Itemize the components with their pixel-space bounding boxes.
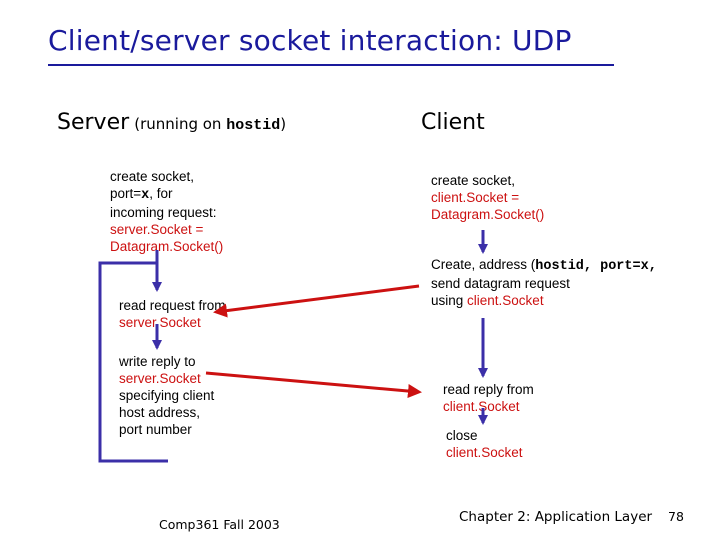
client-close-step: close client.Socket [446,427,523,461]
step-line: port=x, for [110,185,223,204]
server-heading-paren-close: ) [280,115,287,133]
server-loop-line [98,261,168,463]
step-text: using [431,293,468,308]
title-underline [48,64,614,66]
step-line: write reply to [119,354,196,369]
step-line-highlight: server.Socket [119,315,201,330]
client-read-reply-step: read reply from client.Socket [443,381,534,415]
step-text: , for [149,186,173,201]
step-line: read reply from [443,382,534,397]
step-line: close [446,428,478,443]
reply-arrow [205,371,422,398]
server-heading-host: hostid [226,117,281,134]
step-text: Create, address ( [431,257,536,272]
step-line-highlight: client.Socket [446,445,523,460]
request-arrow [213,284,420,318]
page-number: 78 [668,509,684,524]
server-create-socket-step: create socket, port=x, for incoming requ… [110,168,223,255]
step-line-highlight: client.Socket = [431,190,520,205]
step-line: host address, [119,405,201,420]
step-line: specifying client [119,388,215,403]
step-port-var: x [141,188,150,203]
chapter-label: Chapter 2: Application Layer [459,509,653,525]
step-line: read request from [119,298,226,313]
step-line-highlight: server.Socket [119,371,201,386]
step-line-highlight: Datagram.Socket() [431,207,545,222]
step-text: port= [110,186,142,201]
step-line-highlight: Datagram.Socket() [110,239,224,254]
server-heading-label: Server [57,110,130,135]
page-title: Client/server socket interaction: UDP [48,24,572,57]
client-send-request-step: Create, address (hostid, port=x, send da… [431,256,711,309]
step-line: send datagram request [431,276,570,291]
server-read-request-step: read request from server.Socket [119,297,226,331]
step-line: incoming request: [110,205,217,220]
server-write-reply-step: write reply to server.Socket specifying … [119,353,214,438]
step-text-highlight: client.Socket [467,293,544,308]
step-line-highlight: server.Socket = [110,222,204,237]
course-label: Comp361 Fall 2003 [159,517,280,532]
step-line: using client.Socket [431,292,711,309]
step-line: Create, address (hostid, port=x, [431,256,711,275]
step-line-highlight: client.Socket [443,399,520,414]
step-address-args: hostid, port=x, [535,259,657,274]
step-line: create socket, [431,173,516,188]
client-heading: Client [421,110,485,135]
client-create-socket-step: create socket, client.Socket = Datagram.… [431,172,544,223]
step-line: create socket, [110,169,195,184]
server-heading-paren-open: (running on [134,115,227,133]
step-line: port number [119,422,192,437]
server-heading: Server (running on hostid) [57,110,286,135]
